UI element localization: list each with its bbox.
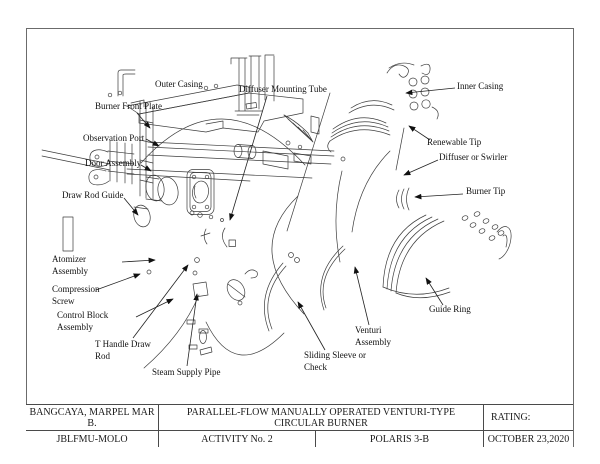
title-block: BANGCAYA, MARPEL MAR B. PARALLEL-FLOW MA… (26, 404, 573, 447)
label-draw-rod-guide: Draw Rod Guide (62, 190, 124, 200)
label-observation-port: Observation Port (83, 133, 145, 143)
burner-parts-drawing (327, 62, 512, 299)
leader-compression-screw (95, 273, 141, 291)
label-guide-ring: Guide Ring (429, 304, 471, 314)
leader-sliding-sleeve (297, 301, 326, 351)
leader-t-handle-draw-rod (132, 264, 189, 339)
label-sliding-sleeve-or-check: Sliding Sleeve or Check (304, 350, 366, 372)
leader-renewable-tip (408, 125, 431, 141)
label-atomizer-assembly: Atomizer Assembly (52, 254, 88, 276)
title-block-activity: ACTIVITY No. 2 (158, 430, 315, 447)
burner-assembly-drawing (41, 54, 346, 369)
label-diffuser-mounting-tube: Diffuser Mounting Tube (239, 84, 327, 94)
leader-door-assembly (140, 164, 152, 172)
leader-burner-front-plate (136, 112, 151, 129)
label-control-block-assembly: Control Block Assembly (57, 310, 109, 332)
title-block-rating-label: RATING: (483, 405, 573, 430)
label-steam-supply-pipe: Steam Supply Pipe (152, 367, 221, 377)
title-block-date: OCTOBER 23,2020 (483, 430, 573, 447)
leader-burner-tip (414, 193, 464, 200)
label-renewable-tip: Renewable Tip (427, 137, 482, 147)
label-venturi-assembly: Venturi Assembly (355, 325, 391, 347)
label-outer-casing: Outer Casing (155, 79, 203, 89)
label-diffuser-or-swirler: Diffuser or Swirler (439, 152, 508, 162)
leader-inner-casing (405, 87, 456, 96)
label-burner-front-plate: Burner Front Plate (95, 101, 162, 111)
label-burner-tip: Burner Tip (466, 186, 506, 196)
title-block-institution: JBLFMU-MOLO (26, 430, 158, 447)
leader-guide-ring (425, 277, 444, 306)
leader-draw-rod-guide (123, 197, 139, 216)
label-inner-casing: Inner Casing (457, 81, 504, 91)
title-block-student-name: BANGCAYA, MARPEL MAR B. (29, 406, 155, 429)
title-block-section: POLARIS 3-B (315, 430, 483, 447)
leader-atomizer-assembly (121, 257, 156, 264)
leader-venturi-assembly (353, 266, 370, 326)
leader-steam-supply-pipe (186, 293, 199, 367)
leader-diffuser-mounting-tube (229, 95, 268, 221)
leader-observation-port (145, 138, 160, 147)
label-t-handle-draw-rod: T Handle Draw Rod (95, 339, 151, 361)
leader-control-block-assembly (135, 298, 174, 318)
leader-diffuser-or-swirler (403, 159, 439, 176)
label-door-assembly: Door Assembly (85, 158, 142, 168)
title-block-drawing-title: PARALLEL-FLOW MANUALLY OPERATED VENTURI-… (158, 405, 483, 430)
label-compression-screw: Compression Screw (52, 284, 100, 306)
leader-lines (95, 87, 464, 367)
